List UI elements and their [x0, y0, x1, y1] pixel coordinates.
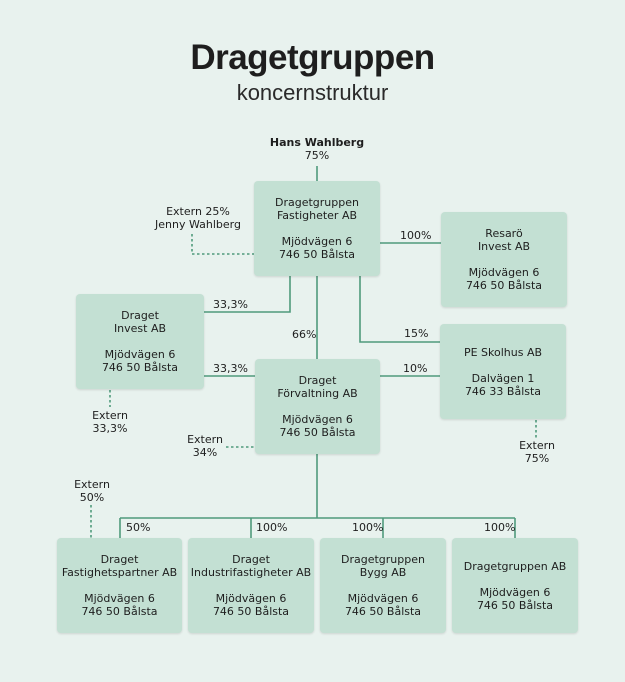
box-addr2: 746 33 Bålsta: [464, 384, 542, 398]
label-line1: Extern: [519, 439, 555, 452]
box-addr2: 746 50 Bålsta: [212, 605, 290, 618]
page-title: Dragetgruppen: [190, 38, 435, 77]
box-draget-fastighetspartner: Draget Fastighetspartner AB Mjödvägen 6 …: [57, 538, 182, 633]
box-line2: Invest AB: [477, 240, 531, 253]
box-addr2: 746 50 Bålsta: [465, 279, 543, 292]
box-dragetgruppen-fastigheter: Dragetgruppen Fastigheter AB Mjödvägen 6…: [254, 181, 380, 276]
label-line1: Extern 25%: [166, 205, 230, 218]
box-addr1: Mjödvägen 6: [215, 592, 287, 605]
box-line2: Industrifastigheter AB: [190, 566, 312, 579]
box-dragetgruppen-bygg: Dragetgruppen Bygg AB Mjödvägen 6 746 50…: [320, 538, 446, 633]
forv-extern-label: Extern 34%: [182, 433, 228, 459]
label-line1: Extern: [187, 433, 223, 446]
box-line1: Dragetgruppen AB: [463, 559, 567, 573]
jenny-dotted-line: [191, 234, 254, 255]
forv-share-label: 66%: [292, 328, 317, 341]
box-line1: Resarö: [485, 227, 523, 240]
box-line2: Fastigheter AB: [276, 209, 358, 222]
box-addr1: Mjödvägen 6: [282, 413, 353, 426]
box-pe-skolhus: PE Skolhus AB Dalvägen 1 746 33 Bålsta: [440, 324, 566, 419]
box-addr2: 746 50 Bålsta: [278, 248, 356, 261]
label-line2: Jenny Wahlberg: [155, 218, 241, 231]
skolhus-extern-label: Extern 75%: [507, 439, 567, 465]
box-addr2: 746 50 Bålsta: [344, 605, 422, 618]
label-line1: Extern: [74, 478, 110, 491]
invest-share-top-label: 33,3%: [213, 298, 248, 311]
partner-share-label: 50%: [126, 521, 151, 534]
label-line1: Extern: [92, 409, 128, 422]
box-line1: Draget: [232, 553, 270, 566]
box-line1: Dragetgruppen: [341, 553, 425, 566]
label-line2: 75%: [524, 452, 550, 465]
box-line2: Fastighetspartner AB: [61, 566, 178, 579]
box-line1: Draget: [100, 553, 139, 566]
box-line1: Draget: [298, 374, 337, 387]
box-addr1: Mjödvägen 6: [468, 266, 540, 279]
box-dragetgruppen-ab: Dragetgruppen AB Mjödvägen 6 746 50 Båls…: [452, 538, 578, 633]
invest-extern-label: Extern 33,3%: [80, 409, 140, 435]
box-resaro-invest: Resarö Invest AB Mjödvägen 6 746 50 Båls…: [441, 212, 567, 307]
box-addr1: Dalvägen 1: [471, 371, 535, 385]
industri-share-label: 100%: [256, 521, 288, 534]
box-line2: Invest AB: [113, 322, 167, 335]
box-addr2: 746 50 Bålsta: [81, 605, 158, 618]
partner-extern-label: Extern 50%: [67, 478, 117, 504]
label-line2: 33,3%: [92, 422, 128, 435]
box-addr2: 746 50 Bålsta: [476, 598, 554, 612]
box-draget-forvaltning: Draget Förvaltning AB Mjödvägen 6 746 50…: [255, 359, 380, 454]
box-line1: Draget: [121, 309, 159, 322]
box-line2: Förvaltning AB: [277, 387, 358, 400]
box-addr2: 746 50 Bålsta: [101, 361, 179, 374]
box-addr1: Mjödvägen 6: [347, 592, 419, 605]
box-addr1: Mjödvägen 6: [104, 348, 176, 361]
invest-share-mid-label: 33,3%: [213, 362, 248, 375]
label-line2: 50%: [79, 491, 105, 504]
box-draget-industrifastigheter: Draget Industrifastigheter AB Mjödvägen …: [188, 538, 314, 633]
box-line1: Dragetgruppen: [275, 196, 359, 209]
box-addr1: Mjödvägen 6: [479, 585, 551, 599]
owner-share: 75%: [304, 149, 330, 162]
box-draget-invest: Draget Invest AB Mjödvägen 6 746 50 Båls…: [76, 294, 204, 389]
box-addr1: Mjödvägen 6: [84, 592, 155, 605]
resaro-share-label: 100%: [400, 229, 432, 242]
box-addr2: 746 50 Bålsta: [279, 426, 356, 439]
extern-jenny-label: Extern 25% Jenny Wahlberg: [148, 205, 248, 231]
skolhus-share-top-label: 15%: [404, 327, 429, 340]
invest-top-line: [204, 276, 291, 313]
bygg-share-label: 100%: [352, 521, 384, 534]
box-addr1: Mjödvägen 6: [281, 235, 353, 248]
gruppen-share-label: 100%: [484, 521, 516, 534]
label-line2: 34%: [192, 446, 218, 459]
box-line2: Bygg AB: [359, 566, 407, 579]
box-line1: PE Skolhus AB: [463, 345, 543, 359]
page-subtitle: koncernstruktur: [236, 80, 389, 105]
skolhus-top-line: [359, 276, 440, 343]
skolhus-share-mid-label: 10%: [403, 362, 428, 375]
owner-label: Hans Wahlberg 75%: [267, 136, 367, 162]
owner-name: Hans Wahlberg: [269, 136, 365, 149]
